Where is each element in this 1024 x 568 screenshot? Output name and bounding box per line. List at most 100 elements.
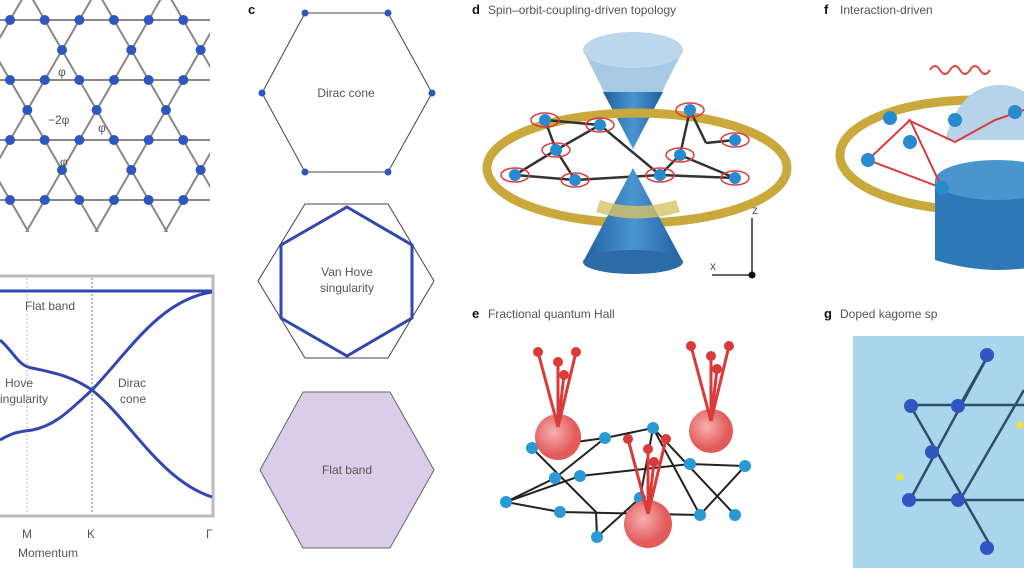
lattice-site [729, 509, 741, 521]
hexagon-van-hove: Van Hove singularity [257, 203, 435, 359]
fractional-quantum-hall-illustration [500, 341, 751, 548]
lattice-site [334, 45, 344, 55]
lattice-site [39, 75, 50, 85]
lattice-site [39, 15, 50, 25]
lattice-site [404, 165, 414, 175]
lattice-site [591, 531, 603, 543]
axis-z-label: z [752, 203, 758, 217]
lattice-site [5, 135, 16, 145]
hexagon-label: Dirac cone [317, 86, 375, 100]
arrow-head [686, 341, 696, 351]
spin-arrow [709, 345, 731, 422]
kagome-lattice [500, 102, 750, 188]
lattice-site [178, 15, 189, 25]
lattice-bond [555, 123, 601, 152]
lattice-site [369, 105, 379, 115]
spin-arrow [689, 345, 713, 422]
spin-arrow [556, 351, 578, 428]
band-structure-plot: Flat band Hove singularity Dirac cone M … [0, 274, 215, 560]
lattice-site [352, 15, 362, 25]
panel-title-g: Doped kagome sp [840, 307, 938, 321]
phase-label: φ [58, 65, 66, 79]
hexagon-label: singularity [320, 281, 374, 295]
arrow-head [649, 457, 659, 467]
lattice-site [143, 15, 154, 25]
lattice-bond [659, 173, 736, 180]
lattice-site [539, 114, 551, 126]
lattice-site [5, 15, 16, 25]
lattice-bond [101, 0, 210, 189]
lattice-site [317, 75, 327, 85]
arrow-head [724, 341, 734, 351]
lattice-site [674, 149, 686, 161]
upper-band-curve [0, 290, 213, 442]
arrow-head [661, 434, 671, 444]
lattice-site [490, 195, 500, 205]
spin-orbit-loop [560, 172, 590, 188]
arrow-head [706, 351, 716, 361]
lattice-site [739, 460, 751, 472]
arrow-head [712, 364, 722, 374]
dirac-cone-label: cone [120, 392, 146, 406]
hexagon-label: Van Hove [321, 265, 373, 279]
van-hove-label: singularity [0, 392, 48, 406]
panel-title-d: Spin–orbit-coupling-driven topology [488, 3, 676, 17]
spin-orbit-loop [720, 132, 750, 148]
lattice-site [213, 15, 223, 25]
lattice-site [317, 15, 327, 25]
tick-label-k: K [87, 527, 95, 541]
lattice-site [684, 458, 696, 470]
lattice-site [4, 195, 15, 205]
lattice-site [684, 104, 696, 116]
lattice-site [109, 195, 120, 205]
lattice-site [317, 135, 327, 145]
spin-orbit-loop [665, 147, 695, 163]
spin-arrows [533, 341, 734, 515]
panel-letter-d: d [472, 2, 480, 17]
lattice-site [74, 75, 85, 85]
lattice-site [265, 165, 275, 175]
lattice-site [39, 195, 50, 205]
lattice-site [594, 119, 606, 131]
arrow-head [559, 370, 569, 380]
lattice-bond [0, 0, 23, 40]
lattice-bond [679, 153, 736, 180]
plot-frame [0, 274, 215, 518]
lattice-site [421, 195, 431, 205]
spin-orbit-loop [720, 170, 750, 186]
electron-sphere [535, 414, 581, 460]
lattice-site [300, 105, 310, 115]
lattice-site [108, 135, 119, 145]
lattice-site [22, 105, 33, 115]
lattice-bond [374, 0, 518, 240]
lattice-site [386, 75, 396, 85]
spin-arrow [556, 374, 566, 428]
lattice-bond [544, 118, 601, 127]
spin-arrow [709, 368, 719, 422]
spin-arrow [536, 351, 560, 428]
doped-kagome-illustration [853, 336, 1024, 568]
lattice-site [248, 75, 258, 85]
arrow-head [533, 347, 543, 357]
lattice-site [574, 470, 586, 482]
hexagon-label: Flat band [322, 463, 372, 477]
axis-x-label: x [710, 259, 716, 273]
phase-label: φ [98, 121, 106, 135]
spin-arrow [646, 438, 668, 515]
lattice-site [143, 135, 154, 145]
spin-arrow [626, 438, 650, 515]
flat-band-label: Flat band [25, 299, 75, 313]
panel-letter-c: c [248, 2, 255, 17]
lattice-site [282, 15, 292, 25]
spin-orbit-loop [645, 167, 675, 183]
lattice-site [455, 135, 465, 145]
lattice-site [599, 432, 611, 444]
lattice-site [109, 75, 120, 85]
spin-orbit-loop [541, 142, 571, 158]
lattice-site [282, 195, 292, 205]
lattice-site [160, 105, 171, 115]
lattice-site [509, 169, 521, 181]
tick-label-m: M [22, 527, 32, 541]
panel-letter-e: e [472, 306, 479, 321]
phase-label-center: −2φ [48, 113, 70, 127]
